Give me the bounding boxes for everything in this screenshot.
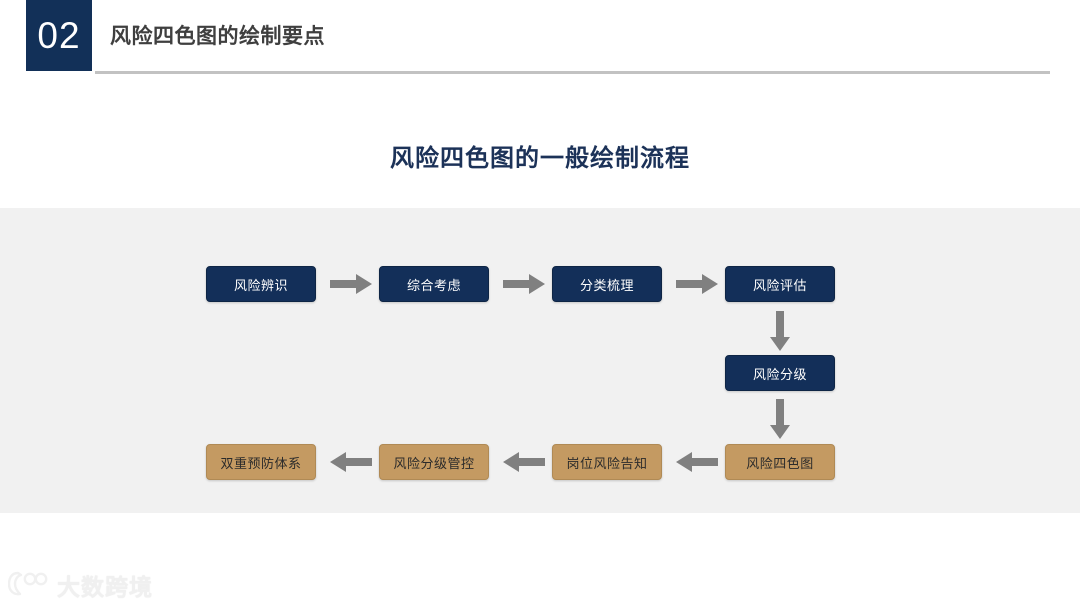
slide-header: 02 风险四色图的绘制要点 xyxy=(0,0,1080,90)
arrow-right-icon-2 xyxy=(503,272,545,296)
arrow-left-icon-2 xyxy=(503,450,545,474)
brand-logo-icon xyxy=(7,569,50,602)
arrow-down-icon-2 xyxy=(768,399,792,439)
section-number: 02 xyxy=(37,15,81,56)
flow-node-label: 风险评估 xyxy=(752,277,807,293)
arrow-down-icon-1 xyxy=(768,311,792,351)
header-divider xyxy=(95,71,1050,74)
flow-node-risk-grading[interactable]: 风险分级 xyxy=(725,355,835,391)
flow-node-label: 双重预防体系 xyxy=(220,455,302,471)
flow-node-label: 岗位风险告知 xyxy=(566,455,648,471)
flow-node-label: 分类梳理 xyxy=(579,277,634,293)
flow-node-risk-identification[interactable]: 风险辨识 xyxy=(206,266,316,302)
diagram-heading: 风险四色图的一般绘制流程 xyxy=(390,145,690,172)
flow-node-risk-four-color-map[interactable]: 风险四色图 xyxy=(725,444,835,480)
arrow-right-icon-1 xyxy=(330,272,372,296)
diagram-panel: 风险辨识 综合考虑 分类梳理 风险评估 风险分级 xyxy=(0,208,1080,513)
flow-node-post-risk-notification[interactable]: 岗位风险告知 xyxy=(552,444,662,480)
flow-node-classification-sorting[interactable]: 分类梳理 xyxy=(552,266,662,302)
flow-node-risk-evaluation[interactable]: 风险评估 xyxy=(725,266,835,302)
watermark: 大数跨境 xyxy=(7,568,153,602)
page-title: 风险四色图的绘制要点 xyxy=(110,25,325,48)
arrow-left-icon-3 xyxy=(676,450,718,474)
arrow-left-icon-1 xyxy=(330,450,372,474)
flow-node-comprehensive-consideration[interactable]: 综合考虑 xyxy=(379,266,489,302)
flow-node-label: 综合考虑 xyxy=(406,277,461,293)
arrow-right-icon-3 xyxy=(676,272,718,296)
flow-node-label: 风险辨识 xyxy=(233,277,288,293)
watermark-text: 大数跨境 xyxy=(57,574,153,600)
section-number-box: 02 xyxy=(26,0,92,71)
flow-node-risk-grade-control[interactable]: 风险分级管控 xyxy=(379,444,489,480)
flow-node-dual-prevention-system[interactable]: 双重预防体系 xyxy=(206,444,316,480)
flow-node-label: 风险分级管控 xyxy=(393,455,475,471)
flow-node-label: 风险分级 xyxy=(752,366,807,382)
flow-node-label: 风险四色图 xyxy=(746,455,814,471)
